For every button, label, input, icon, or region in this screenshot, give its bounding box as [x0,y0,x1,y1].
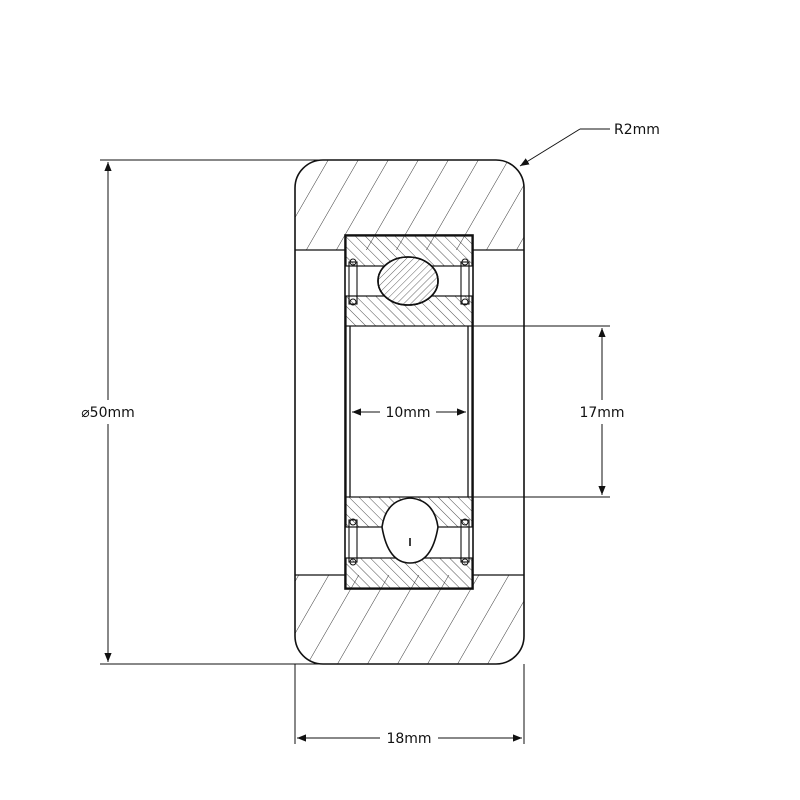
outer-ring-bottom [345,557,473,589]
width-label: 18mm [386,731,431,747]
bearing-outline [344,234,474,590]
seal-top-right [460,258,470,306]
seal-bottom-right [460,518,470,566]
radius-leader: R2mm [519,122,660,167]
bore-label: 10mm [385,405,430,421]
inner-ring-label: 17mm [579,405,624,421]
tire-outline [294,159,525,665]
ball-top [377,256,439,306]
seal-bottom-left [348,518,358,566]
dimension-outer-diameter: ⌀50mm [81,159,320,665]
tire-section [294,159,525,665]
bearing-section [344,234,474,590]
radius-label: R2mm [614,122,660,138]
seal-top-left [348,258,358,306]
dimension-width: 18mm [294,664,525,747]
ball-bottom [381,497,439,564]
tire-lower-hatch [295,575,524,664]
outer-diameter-label: ⌀50mm [81,405,135,421]
dimension-inner-ring: 17mm [472,325,625,498]
dimension-bore: 10mm [352,405,466,421]
